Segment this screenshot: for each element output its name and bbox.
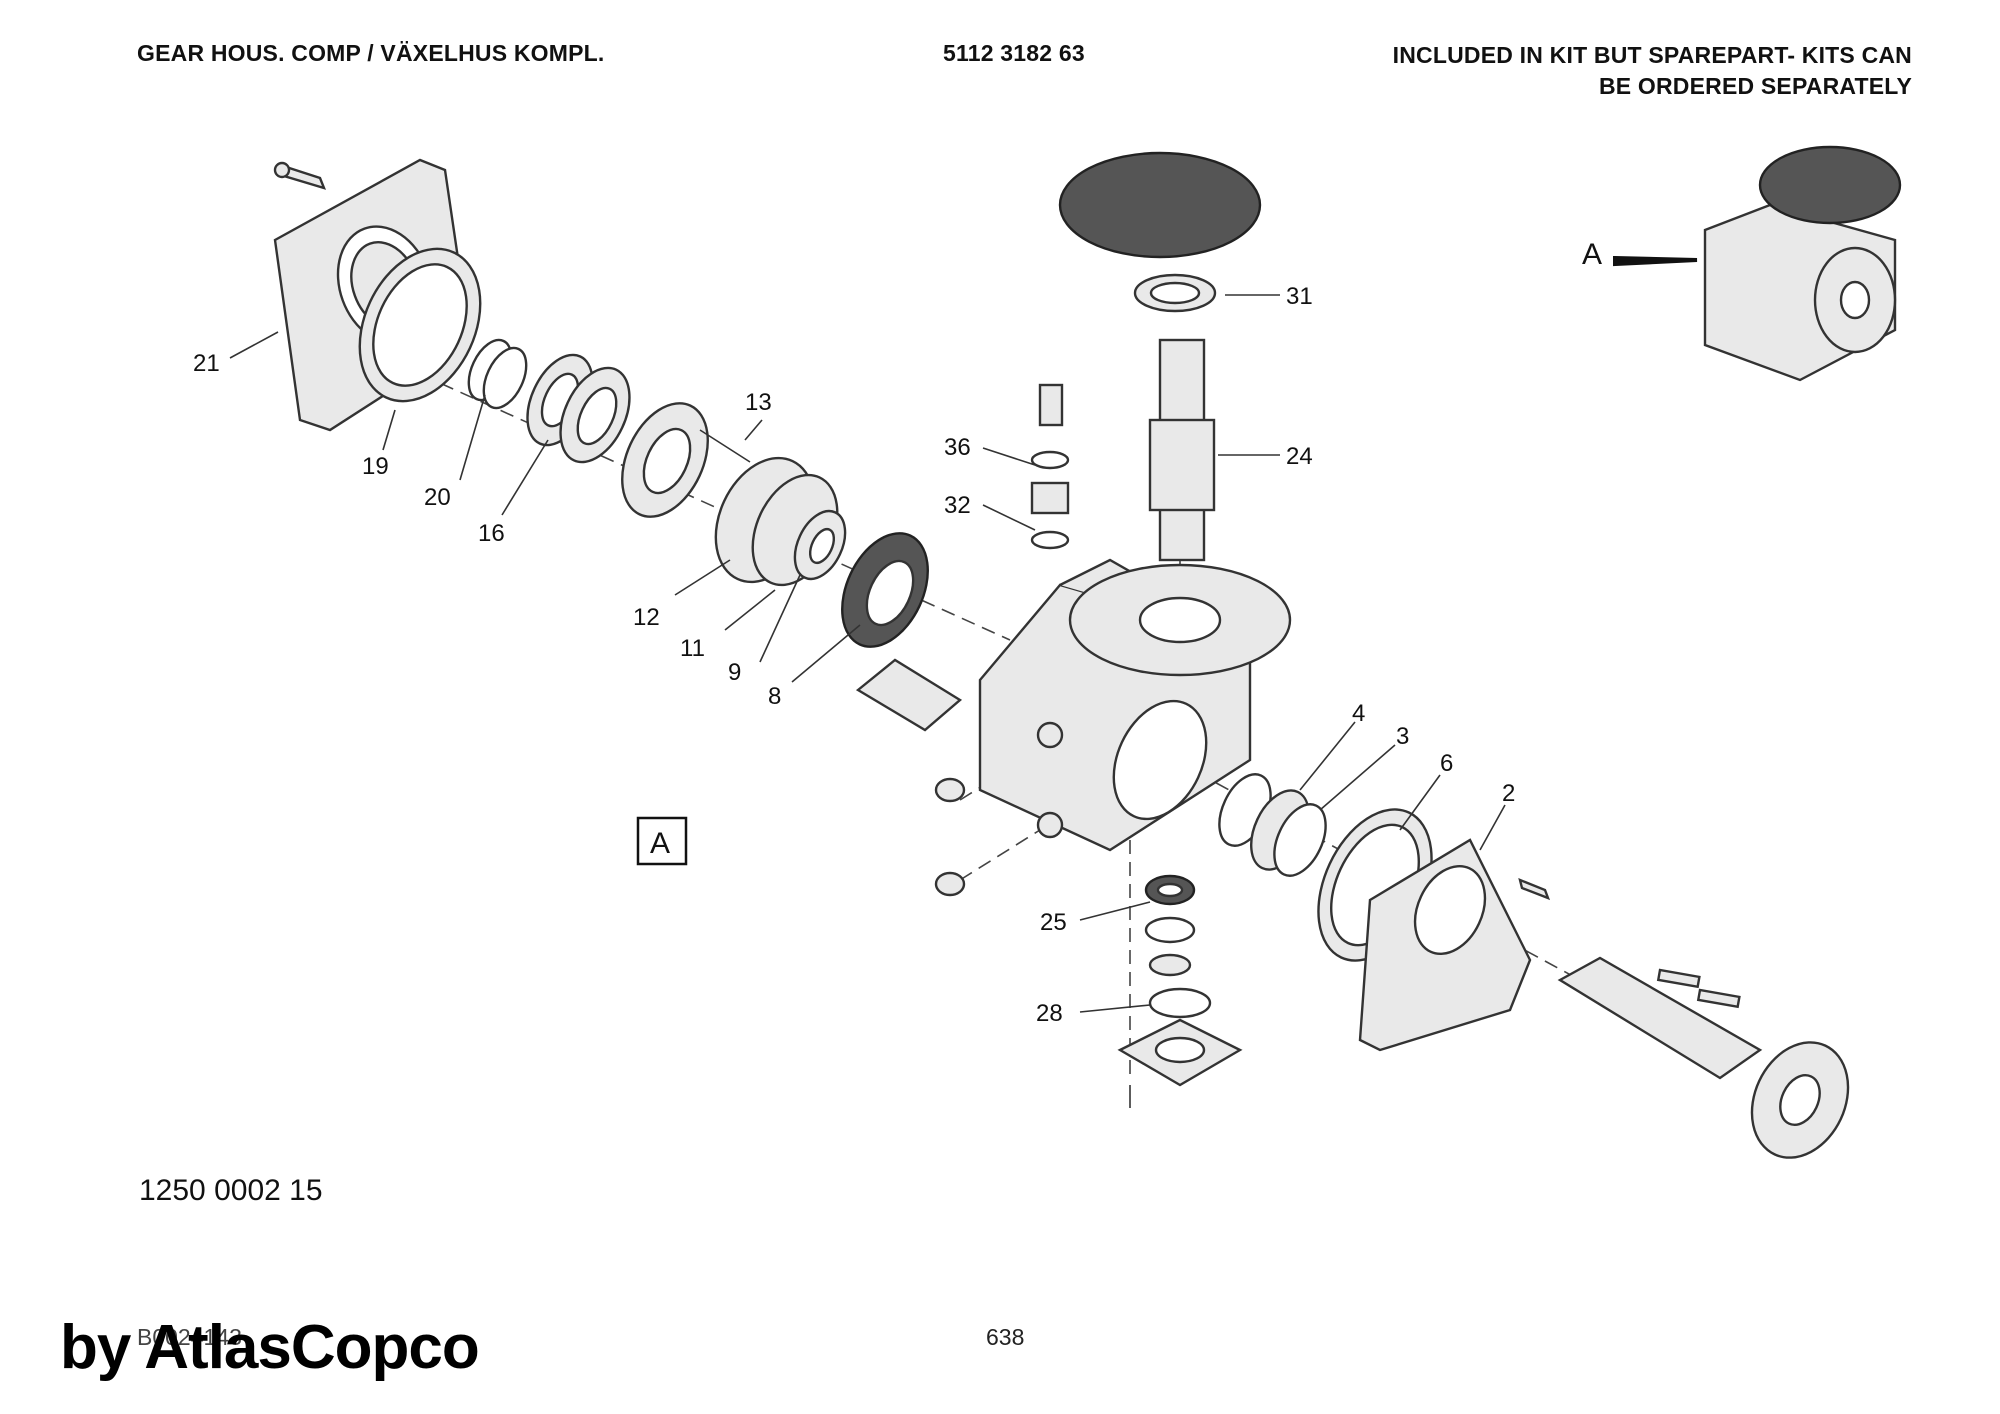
- leader-lines: [229, 294, 1506, 1013]
- rings-4-3: [1218, 773, 1327, 877]
- seal-31: [1133, 273, 1217, 313]
- page-number: 638: [986, 1324, 1025, 1350]
- gear-set: [714, 456, 847, 587]
- drawing-number: 1250 0002 15: [139, 1174, 323, 1207]
- label-3: 3: [1396, 723, 1409, 750]
- label-21: 21: [193, 350, 220, 377]
- top-cover: [1058, 151, 1262, 259]
- seal-8: [841, 532, 929, 648]
- document-code: B0024143: [137, 1324, 242, 1350]
- label-11: 11: [680, 635, 705, 662]
- part-labels: 21 19 20 16 13 12 11 9 8 36 32 31 24 4 3…: [193, 283, 1515, 1027]
- output-shaft: [1557, 956, 1850, 1159]
- label-16: 16: [478, 520, 505, 547]
- kit-note-line-1: INCLUDED IN KIT BUT SPAREPART- KITS CAN: [1392, 42, 1912, 68]
- gear-housing: [978, 558, 1292, 852]
- ring-20: [467, 338, 528, 410]
- view-a-box: A: [636, 816, 688, 866]
- label-19: 19: [362, 453, 389, 480]
- label-24: 24: [1286, 443, 1313, 470]
- bearing-cage: [621, 402, 709, 518]
- label-13: 13: [745, 389, 772, 416]
- label-8: 8: [768, 683, 781, 710]
- label-6: 6: [1440, 750, 1453, 777]
- label-32: 32: [944, 492, 971, 519]
- label-36: 36: [944, 434, 971, 461]
- seal-ring-28: [1148, 987, 1212, 1019]
- name-plate: [855, 658, 963, 732]
- inset-view-a: [1613, 145, 1902, 382]
- label-4: 4: [1352, 700, 1365, 727]
- bearing-16: [526, 353, 631, 464]
- label-9: 9: [728, 659, 741, 686]
- vent-36: [1030, 383, 1070, 550]
- label-31: 31: [1286, 283, 1313, 310]
- label-28: 28: [1036, 1000, 1063, 1027]
- label-25: 25: [1040, 909, 1067, 936]
- label-2: 2: [1502, 780, 1515, 807]
- part-number: 5112 3182 63: [943, 40, 1085, 66]
- bottom-cover: [1117, 1018, 1243, 1108]
- watermark: by AtlasCopco: [60, 1313, 480, 1382]
- page-title: GEAR HOUS. COMP / VÄXELHUS KOMPL.: [137, 40, 605, 66]
- kit-note-line-2: BE ORDERED SEPARATELY: [1598, 73, 1912, 99]
- label-12: 12: [633, 604, 660, 631]
- view-a-letter: A: [1582, 238, 1602, 271]
- bracket-2: [1358, 838, 1551, 1052]
- bearing-25: [1144, 874, 1196, 977]
- label-20: 20: [424, 484, 451, 511]
- gasket-19: [358, 247, 482, 403]
- view-a-box-letter: A: [650, 827, 670, 860]
- drain-plugs: [934, 777, 966, 897]
- kit-note: INCLUDED IN KIT BUT SPAREPART- KITS CAN …: [1393, 40, 1912, 102]
- shaft-24: [1148, 338, 1216, 562]
- spring-13: [699, 429, 751, 463]
